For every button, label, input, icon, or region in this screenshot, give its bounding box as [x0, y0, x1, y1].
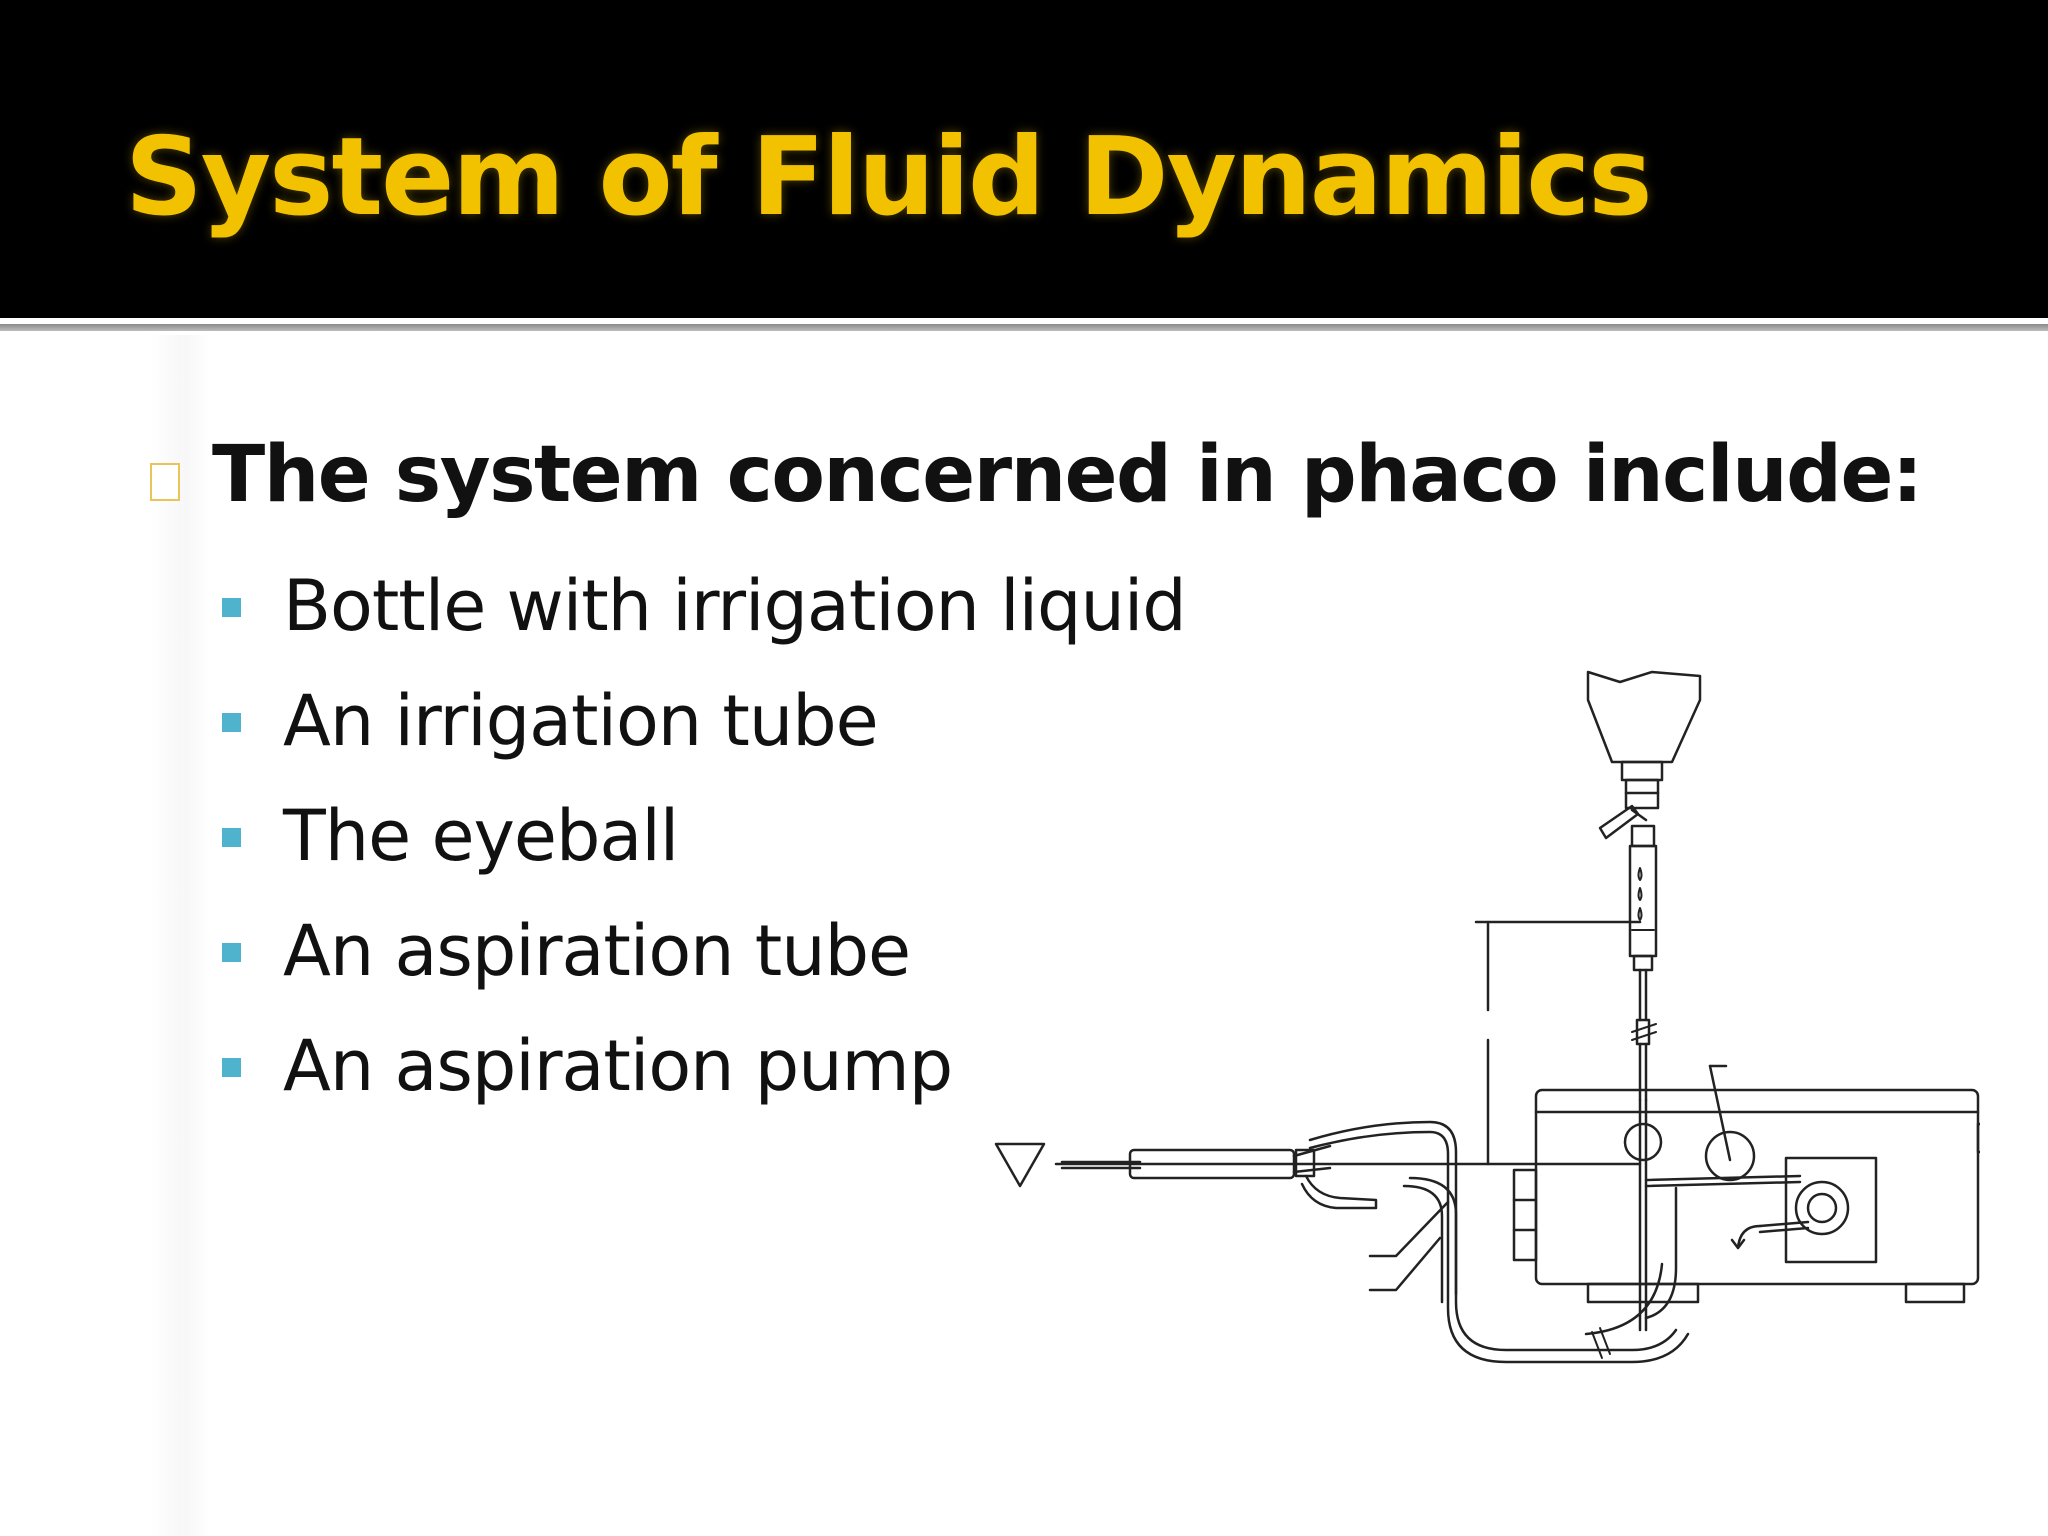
list-item: The eyeball — [222, 778, 1186, 893]
square-bullet-icon — [222, 1058, 241, 1077]
irrigation-bottle — [1586, 670, 1702, 810]
list-item-text: Bottle with irrigation liquid — [283, 564, 1187, 647]
list-item-text: An aspiration tube — [283, 909, 911, 992]
square-bullet-icon — [222, 828, 241, 847]
phaco-handpiece — [994, 1142, 1378, 1210]
fluid-tubing — [1308, 1120, 1690, 1364]
hollow-square-icon — [150, 463, 180, 501]
list-item: Bottle with irrigation liquid — [222, 548, 1187, 663]
list-item: An aspiration tube — [222, 893, 1186, 1008]
square-bullet-icon — [222, 713, 241, 732]
list-item-text: An irrigation tube — [283, 679, 879, 762]
phaco-machine — [1512, 1064, 1980, 1304]
square-bullet-icon — [222, 943, 241, 962]
list-item-text: An aspiration pump — [283, 1024, 953, 1107]
main-bullet-text: The system concerned in phaco include: — [212, 430, 1923, 520]
square-bullet-icon — [222, 598, 241, 617]
content-edge-shade — [150, 335, 210, 1536]
main-bullet: The system concerned in phaco include: — [150, 425, 1923, 525]
irrigation-line — [1631, 968, 1657, 1332]
sub-bullet-list: Bottle with irrigation liquid An irrigat… — [222, 548, 1187, 1123]
slide-title: System of Fluid Dynamics — [125, 115, 1653, 240]
roller-clamp — [1598, 804, 1648, 840]
list-item: An aspiration pump — [222, 1008, 1186, 1123]
title-bar: System of Fluid Dynamics — [0, 0, 2048, 318]
height-dimension — [1054, 920, 1642, 1166]
phaco-fluidics-diagram — [994, 670, 1980, 1364]
drip-chamber — [1628, 824, 1658, 972]
title-divider — [0, 321, 2048, 331]
leader-lines — [1368, 1200, 1450, 1292]
list-item: An irrigation tube — [222, 663, 1186, 778]
list-item-text: The eyeball — [283, 794, 679, 877]
